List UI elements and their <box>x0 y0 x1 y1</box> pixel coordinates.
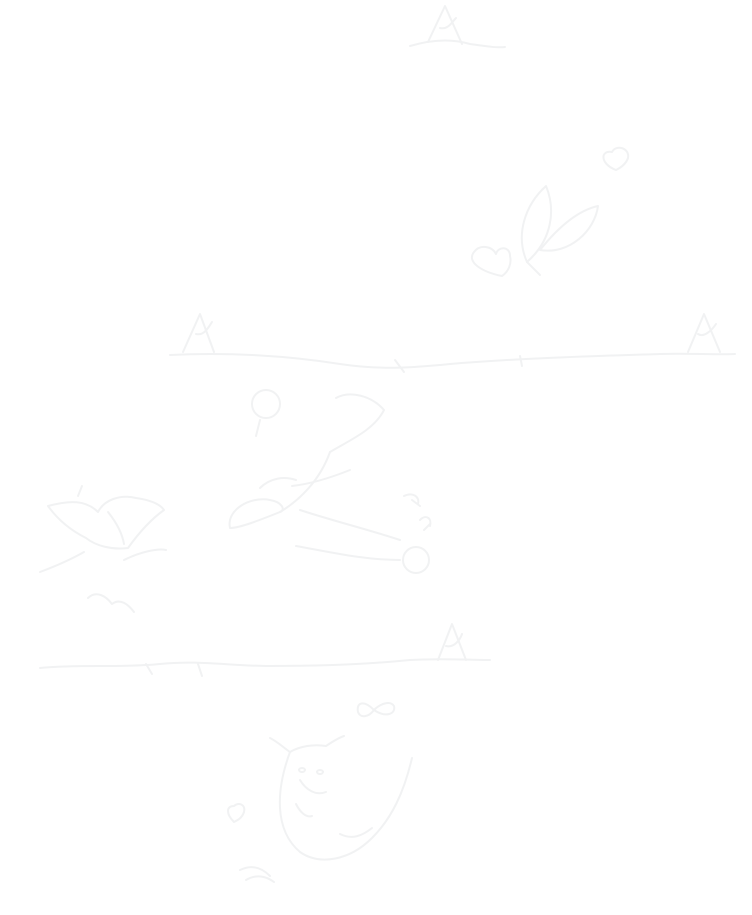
house-doodle-middle-left <box>182 313 215 353</box>
heart-doodle-right <box>471 246 512 277</box>
grass-doodle-bottom <box>239 866 275 883</box>
sun-doodle-center <box>251 389 281 437</box>
bird-doodle-left <box>39 485 167 573</box>
grass-doodle-left <box>87 593 135 613</box>
heart-doodle-upper-right <box>602 146 630 171</box>
cat-doodle <box>269 735 413 861</box>
flower-doodle-center-right <box>403 493 432 527</box>
house-doodle-lower <box>437 623 467 661</box>
bow-doodle <box>356 702 396 718</box>
small-heart-doodle-lower-left <box>227 803 246 823</box>
ground-line-doodle-middle <box>169 352 736 373</box>
branch-doodle-center <box>228 393 431 574</box>
house-doodle-top <box>409 5 506 49</box>
ground-line-doodle-lower <box>39 658 491 677</box>
house-doodle-far-right <box>687 313 721 353</box>
leaf-doodle-right <box>520 185 599 276</box>
